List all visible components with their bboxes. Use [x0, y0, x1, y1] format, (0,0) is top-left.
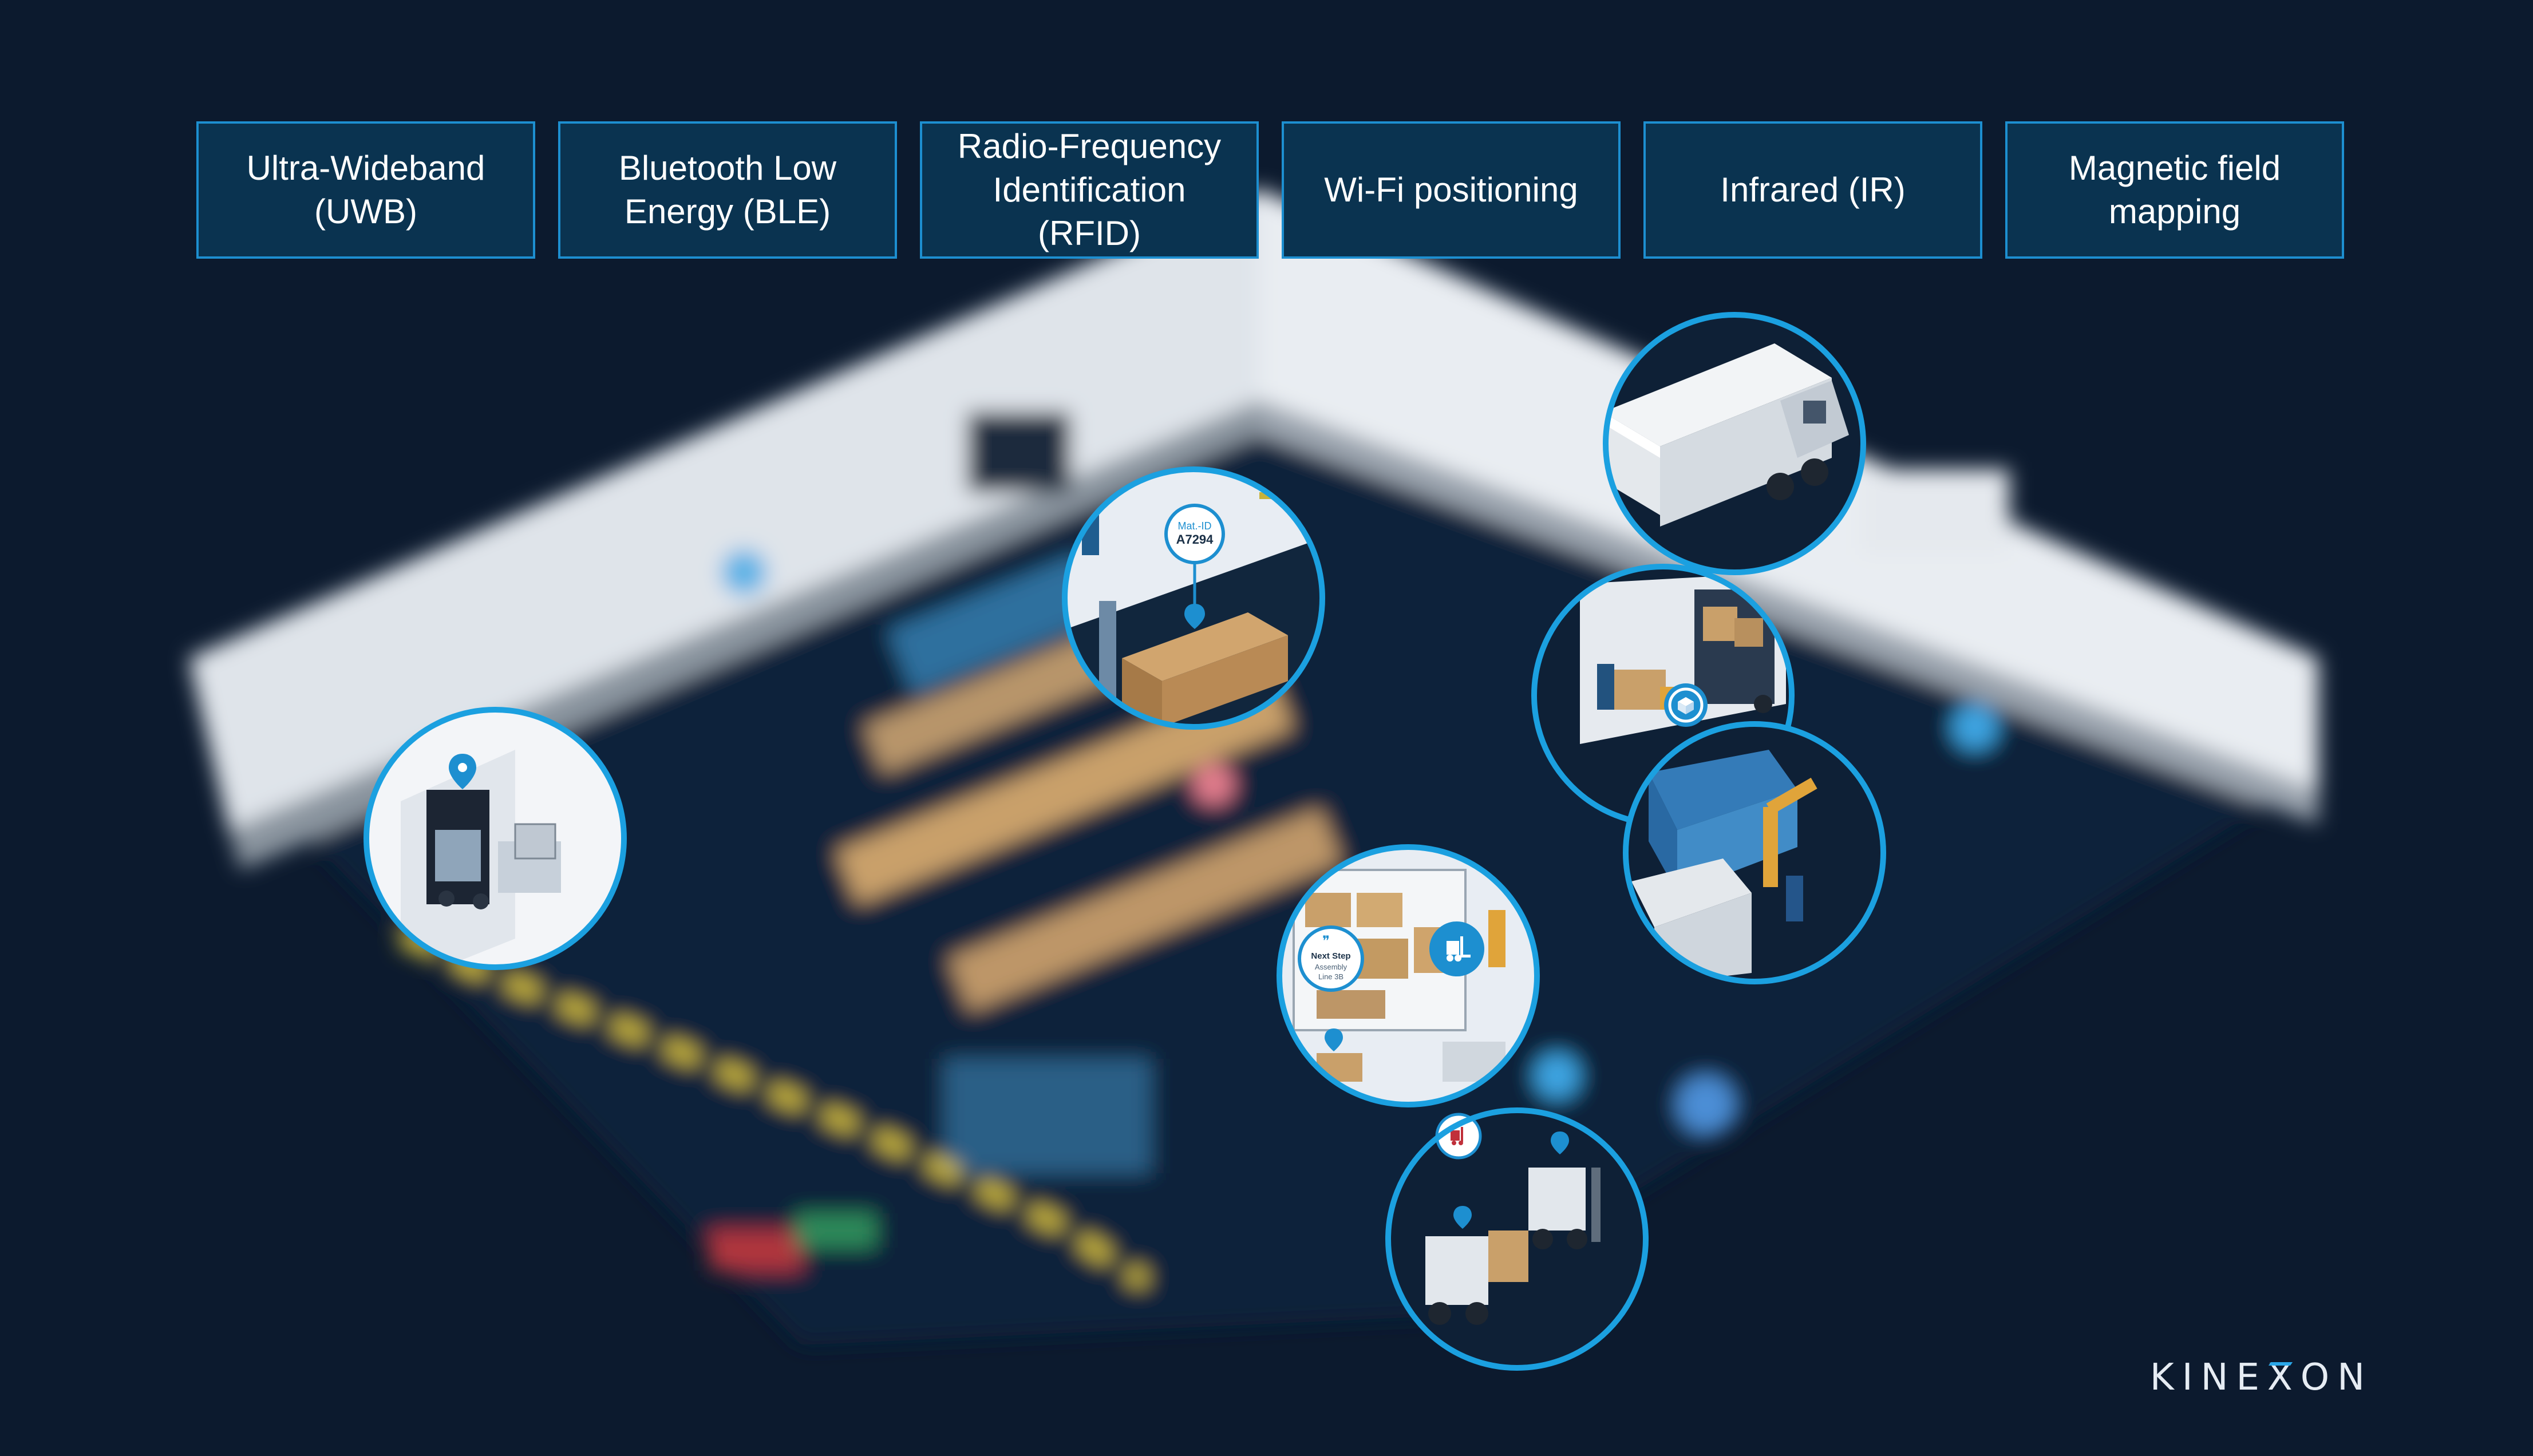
shelf-row-3 [948, 808, 1342, 1012]
pin-blob-1 [721, 549, 767, 595]
location-pin-icon [449, 754, 476, 789]
shelf-zoom-circle: ❞ Next Step Assembly Line 3B [1277, 844, 1540, 1107]
next-step-badge: ❞ Next Step Assembly Line 3B [1298, 925, 1364, 992]
pin-blob-4 [1952, 704, 1998, 750]
logo-text-pre: KINE [2149, 1356, 2267, 1399]
blue-rack [887, 553, 1105, 695]
tech-box-rfid: Radio-Frequency Identification (RFID) [920, 121, 1259, 259]
rfid-tag-id-label: Mat.-ID [1177, 520, 1211, 532]
tech-box-uwb: Ultra-Wideband (UWB) [196, 121, 535, 259]
tech-box-infrared: Infrared (IR) [1643, 121, 1982, 259]
package-icon [1664, 683, 1708, 727]
tech-box-ble: Bluetooth Low Energy (BLE) [558, 121, 897, 259]
blue-area [945, 1059, 1151, 1173]
tech-box-magnetic: Magnetic field mapping [2005, 121, 2344, 259]
truck-blur [1860, 469, 2009, 555]
next-step-line2: Assembly [1315, 963, 1347, 971]
uwb-zoom-circle [363, 707, 627, 970]
rfid-zoom-circle: Mat.-ID A7294 [1062, 466, 1325, 730]
pin-blob-2 [1193, 763, 1234, 805]
green-marker [796, 1213, 876, 1248]
location-pin-icon [1551, 1131, 1569, 1154]
yellow-floor-line [397, 931, 1149, 1289]
next-step-title: Next Step [1311, 951, 1350, 961]
shelf-row-2 [836, 675, 1293, 904]
location-pin-icon [1184, 604, 1205, 629]
pin-blob-3 [1677, 1076, 1734, 1133]
left-wall [189, 189, 1259, 830]
wall-window [967, 412, 1070, 492]
rfid-tag-badge: Mat.-ID A7294 [1164, 504, 1225, 607]
rfid-tag-id-value: A7294 [1176, 532, 1214, 547]
next-step-line3: Line 3B [1318, 972, 1343, 981]
forklift-zoom-circle [1385, 1107, 1649, 1371]
right-wall-shadow [1259, 401, 2318, 824]
robot-zoom-circle [1623, 721, 1886, 984]
quote-icon: ❞ [1322, 933, 1330, 949]
forklift-icon [1429, 921, 1484, 976]
logo-text-post: ON [2300, 1356, 2373, 1399]
logo-text-x: X [2267, 1356, 2301, 1399]
red-marker [710, 1231, 801, 1271]
kinexon-logo: KINEXON [2150, 1356, 2373, 1399]
location-pin-icon [1325, 1028, 1343, 1051]
pin-blob-5 [1534, 1053, 1580, 1099]
location-pin-icon [1453, 1206, 1472, 1229]
tech-box-wifi: Wi-Fi positioning [1282, 121, 1621, 259]
truck-zoom-circle [1603, 312, 1866, 575]
